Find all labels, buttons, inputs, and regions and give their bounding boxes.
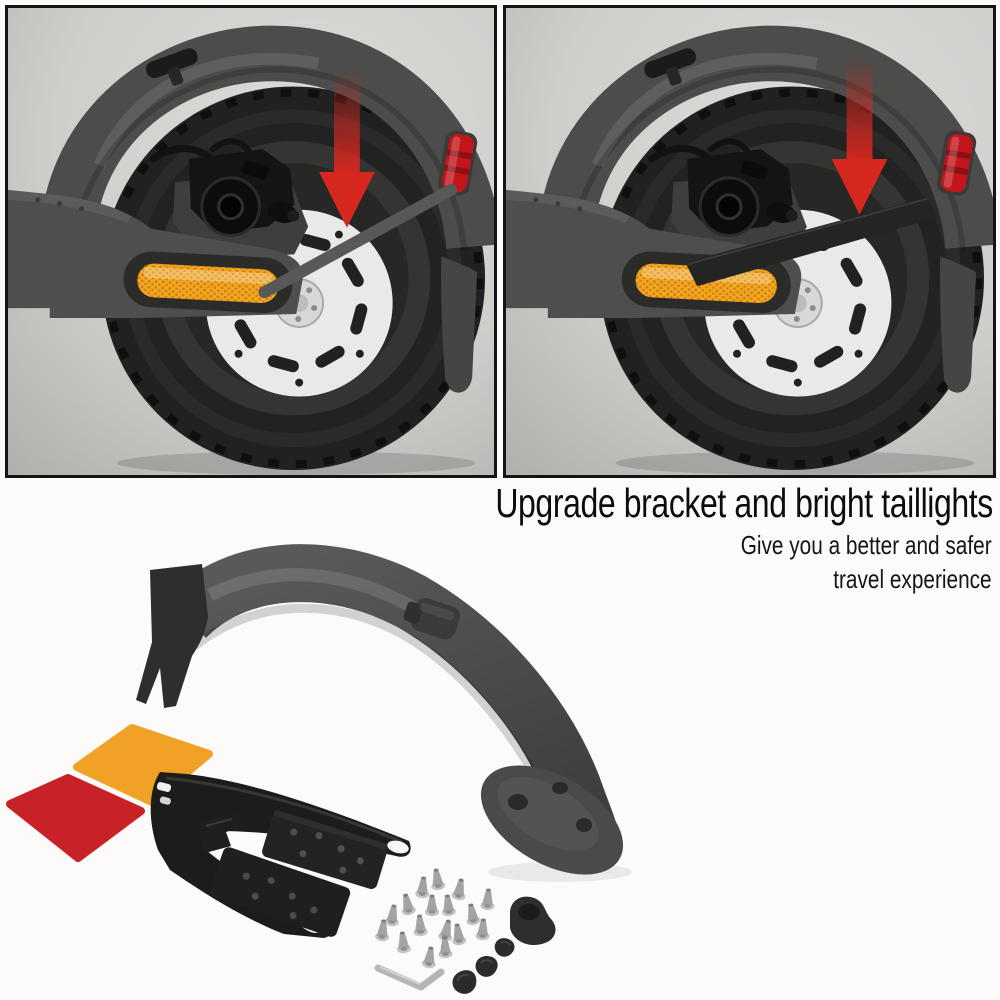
fender-mount-hole — [508, 794, 528, 810]
fender-mount-hole — [552, 782, 568, 794]
spacer-plate-upper — [262, 810, 389, 890]
rubber-boot-plug — [510, 896, 556, 946]
screw-set — [374, 867, 496, 970]
subtitle-line-2: travel experience — [833, 564, 992, 594]
spacer-plate-lower — [209, 847, 351, 937]
upgrade-bracket-installed — [685, 196, 937, 287]
parts-collage — [6, 544, 632, 998]
stock-fender-strut — [258, 183, 458, 299]
scooter-rear-wheel-before — [8, 8, 494, 475]
red-reflective-sticker — [6, 774, 145, 862]
mount-clip — [199, 813, 243, 853]
scooter-rear-wheel-after — [506, 8, 993, 475]
subtitle-line-1: Give you a better and safer — [741, 530, 992, 560]
rubber-plug — [448, 966, 481, 998]
subtitle: Give you a better and safer travel exper… — [741, 528, 992, 596]
replacement-fender — [136, 544, 632, 882]
fender-front-mount-tab — [136, 564, 208, 708]
bracket-hole — [387, 840, 409, 854]
bracket-slot — [159, 796, 171, 805]
photo-after-panel — [503, 5, 996, 478]
yellow-reflective-sticker — [73, 724, 213, 806]
bracket-slot — [156, 782, 172, 792]
fender-mount-hole — [576, 818, 592, 832]
photo-before-panel — [5, 5, 497, 478]
allen-key — [374, 964, 445, 991]
rubber-plugs — [448, 896, 556, 998]
headline: Upgrade bracket and bright taillights — [495, 480, 993, 526]
fender-rubber-stub — [403, 598, 460, 640]
rubber-plug — [472, 953, 500, 980]
rubber-plug — [490, 934, 518, 961]
